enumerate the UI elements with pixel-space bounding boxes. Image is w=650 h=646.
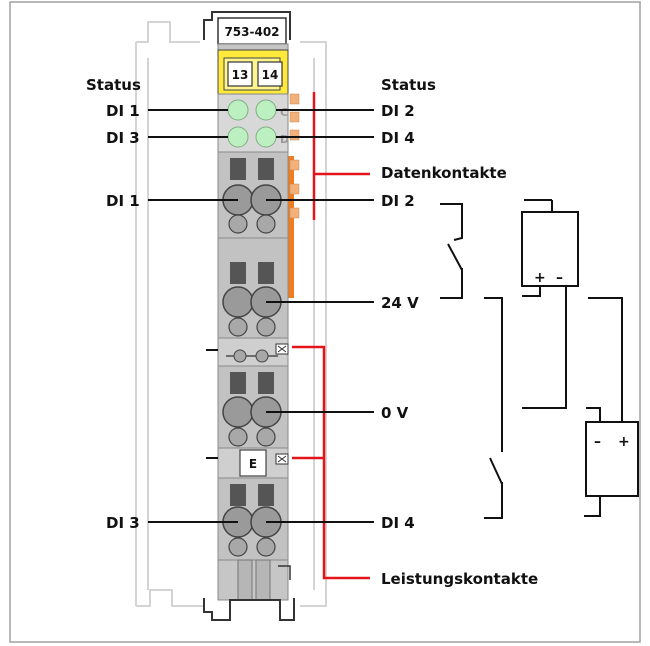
terminal-block-di1-di2 [217,151,289,239]
power-contact-row-upper [217,337,289,367]
switch-upper [440,203,463,299]
yellow-clip: 13 14 [217,49,289,95]
led-panel [217,93,289,153]
leader-lines [148,109,374,523]
terminal-label-di1: DI 1 [106,192,140,210]
switch-lower [484,297,503,519]
status-label-right: Status [381,76,436,94]
power-contacts-bracket [292,345,370,580]
led-di4 [255,126,277,148]
wiring-schematic [440,199,639,519]
module-model-label: 753-402 [224,25,279,39]
led-letter-c: C [280,106,288,119]
led-letter-d: D [280,133,289,146]
terminal-block-0v [217,365,289,449]
module-top-cap: 753-402 [203,11,291,45]
terminal-label-24v: 24 V [381,294,419,312]
outer-frame [9,1,641,643]
module-badge-e: E [249,457,257,471]
terminal-label-di4: DI 4 [381,514,415,532]
led-label-di2: DI 2 [381,102,415,120]
supply-lower-minus: – [594,434,601,450]
status-label-left: Status [86,76,141,94]
led-di3 [227,126,249,148]
leistungskontakte-label: Leistungskontakte [381,570,538,588]
power-contact-row-lower: E [217,447,289,479]
supply-box-lower [585,421,639,497]
led-label-di3: DI 3 [106,129,140,147]
clip-number-right: 14 [262,68,279,82]
data-contacts-bracket [312,92,370,220]
supply-upper-plus: + [534,270,546,286]
datenkontakte-label: Datenkontakte [381,164,507,182]
module-bottom-lever [203,559,295,621]
terminal-label-di2: DI 2 [381,192,415,210]
supply-box-upper [521,211,579,287]
supply-upper-minus: – [556,270,563,286]
supply-lower-plus: + [618,434,630,450]
terminal-block-di3-di4 [217,477,289,561]
clip-number-left: 13 [232,68,249,82]
terminal-label-0v: 0 V [381,404,409,422]
led-di1 [227,99,249,121]
led-label-di4: DI 4 [381,129,415,147]
terminal-block-24v [217,237,289,339]
terminal-label-di3: DI 3 [106,514,140,532]
data-contacts [287,93,300,298]
led-label-di1: DI 1 [106,102,140,120]
led-di2 [255,99,277,121]
